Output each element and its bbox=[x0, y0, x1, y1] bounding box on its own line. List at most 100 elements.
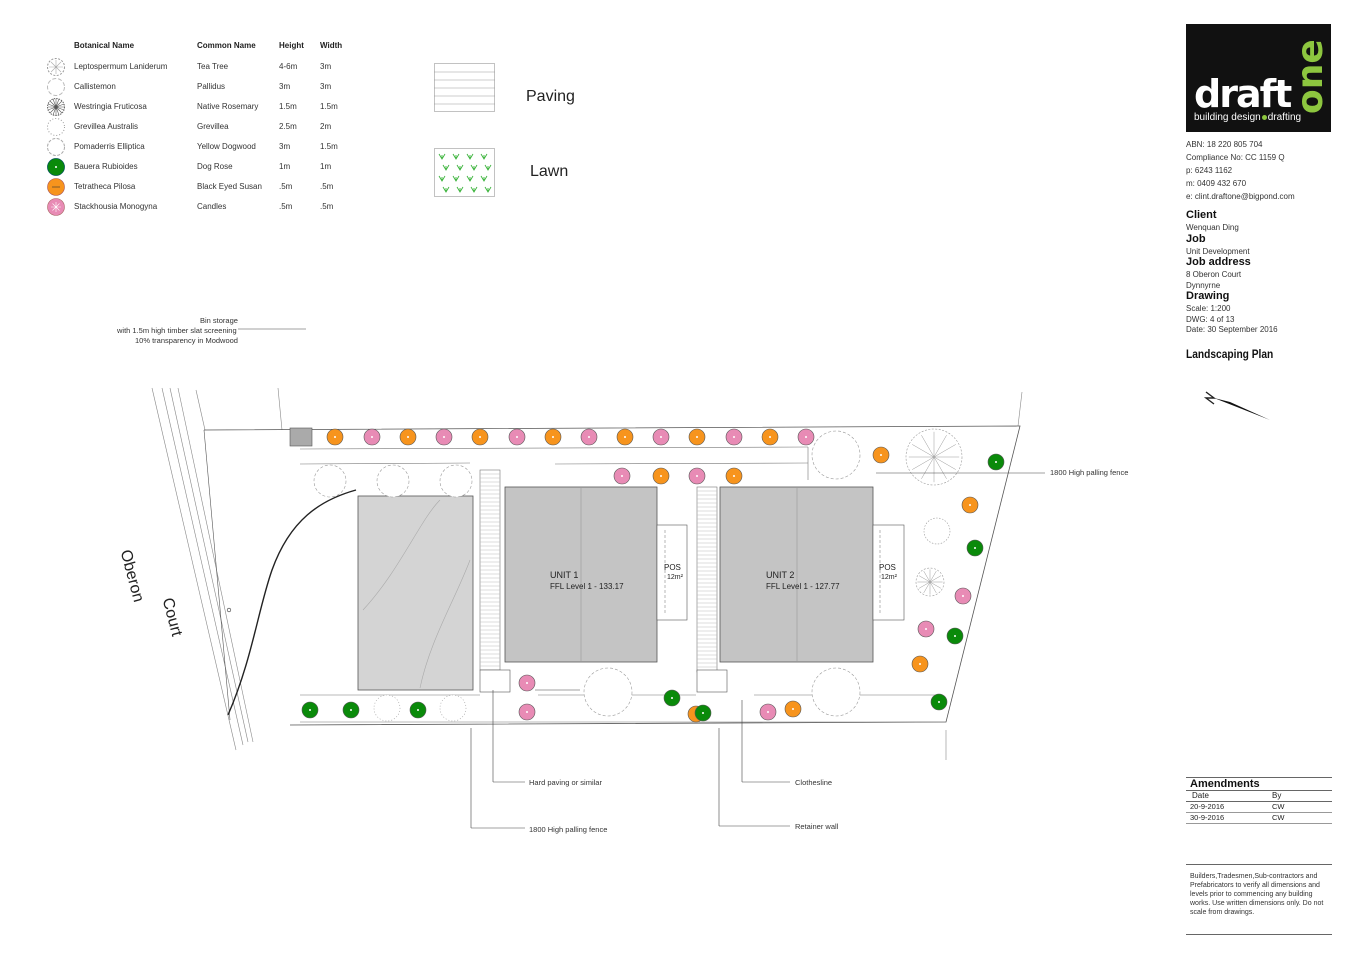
property-boundary bbox=[203, 425, 1021, 726]
candles-plant-centre bbox=[588, 436, 590, 438]
bin-note-line2: with 1.5m high timber slat screening bbox=[117, 326, 237, 335]
shrub-plant bbox=[313, 464, 347, 498]
tree-spoke bbox=[929, 581, 937, 594]
legend-common: Native Rosemary bbox=[197, 102, 259, 111]
job-value: Unit Development bbox=[1186, 247, 1250, 256]
job-heading: Job bbox=[1186, 233, 1206, 245]
legend-height: 2.5m bbox=[279, 122, 297, 131]
black-eyed-susan-plant-centre bbox=[919, 663, 921, 665]
legend-botanical: Westringia Fruticosa bbox=[74, 102, 147, 111]
amendment-date: 30-9-2016 bbox=[1190, 813, 1225, 822]
black-eyed-susan-plant-centre bbox=[660, 475, 662, 477]
unit-1-ffl: FFL Level 1 - 133.17 bbox=[550, 582, 624, 591]
candles-plant-centre bbox=[733, 436, 735, 438]
legend-botanical: Bauera Rubioides bbox=[74, 162, 138, 171]
black-eyed-susan-plant-centre bbox=[880, 454, 882, 456]
hard-paving-note: Hard paving or similar bbox=[529, 778, 602, 787]
unit-2-pos-label: POS bbox=[879, 563, 896, 572]
candles-plant-centre bbox=[516, 436, 518, 438]
grevillea-symbol-icon bbox=[47, 118, 65, 136]
dog-rose-symbol-icon bbox=[47, 158, 65, 176]
dog-rose-plant-centre bbox=[995, 461, 997, 463]
legend-header-width: Width bbox=[320, 41, 343, 50]
contact-abn: ABN: 18 220 805 704 bbox=[1186, 140, 1263, 149]
legend-row: Stackhousia Monogyna Candles .5m .5m bbox=[46, 197, 356, 217]
dog-rose-plant-centre bbox=[974, 547, 976, 549]
unit-2-footprint bbox=[719, 486, 874, 663]
tree-spoke bbox=[933, 444, 956, 458]
site-plan bbox=[151, 328, 1045, 829]
candles-plant-centre bbox=[621, 475, 623, 477]
dog-rose-plant-centre bbox=[309, 709, 311, 711]
shrub-plant bbox=[811, 430, 861, 480]
lawn-mark bbox=[456, 164, 464, 171]
legend-header-height: Height bbox=[279, 41, 304, 50]
lawn-mark bbox=[438, 175, 446, 182]
legend-common: Grevillea bbox=[197, 122, 229, 131]
tree-spoke bbox=[933, 435, 947, 458]
unit-1-pos-area: 12m² bbox=[667, 574, 683, 581]
callistemon-symbol-icon bbox=[47, 78, 65, 96]
lawn-mark bbox=[452, 153, 460, 160]
drawing-heading: Drawing bbox=[1186, 290, 1230, 302]
client-heading: Client bbox=[1186, 209, 1217, 221]
shrub-plant bbox=[373, 694, 401, 722]
fence-right-note: 1800 High palling fence bbox=[1050, 468, 1129, 477]
dog-rose-plant-centre bbox=[417, 709, 419, 711]
legend-botanical: Grevillea Australis bbox=[74, 122, 139, 131]
lawn-mark bbox=[442, 164, 450, 171]
black-eyed-susan-plant-centre bbox=[624, 436, 626, 438]
black-eyed-susan-plant-centre bbox=[769, 436, 771, 438]
black-eyed-susan-plant-centre bbox=[792, 708, 794, 710]
candles-plant-centre bbox=[443, 436, 445, 438]
tea-tree-symbol-icon bbox=[47, 58, 65, 76]
disclaimer: Builders,Tradesmen,Sub-contractors and P… bbox=[1190, 873, 1324, 916]
shrub-plant bbox=[439, 694, 467, 722]
logo-tag-building: building design bbox=[1194, 112, 1261, 123]
logo-dot-icon bbox=[1261, 114, 1267, 120]
contact-email: e: clint.draftone@bigpond.com bbox=[1186, 192, 1295, 201]
black-eyed-susan-plant-centre bbox=[334, 436, 336, 438]
tree-spoke bbox=[929, 581, 942, 589]
amendment-date: 20-9-2016 bbox=[1190, 802, 1225, 811]
dogwood-symbol-icon bbox=[47, 138, 65, 156]
bin-note-line3: 10% transparency in Modwood bbox=[135, 336, 238, 345]
rosemary-symbol-icon bbox=[47, 98, 65, 116]
tree-spoke bbox=[912, 444, 935, 458]
unit-2-pos bbox=[872, 524, 905, 621]
black-eyed-susan-plant-centre bbox=[733, 475, 735, 477]
legend-row: Leptospermum Laniderum Tea Tree 4-6m 3m bbox=[46, 57, 356, 77]
bin-note-line1: Bin storage bbox=[200, 316, 238, 325]
legend-width: 2m bbox=[320, 122, 332, 131]
legend-header-common: Common Name bbox=[197, 41, 256, 50]
legend-width: 3m bbox=[320, 82, 332, 91]
legend-height: 1.5m bbox=[279, 102, 297, 111]
legend-height: 3m bbox=[279, 142, 291, 151]
unit-1-pos-label: POS bbox=[664, 563, 681, 572]
shrub-plant bbox=[439, 464, 473, 498]
legend-row: Pomaderris Elliptica Yellow Dogwood 3m 1… bbox=[46, 137, 356, 157]
black-eyed-susan-symbol-icon bbox=[47, 178, 65, 196]
tree-spoke bbox=[921, 435, 935, 458]
tree-spoke bbox=[929, 570, 937, 583]
logo-word-draft: draft bbox=[1194, 72, 1292, 116]
legend-height: 1m bbox=[279, 162, 291, 171]
driveway-curve bbox=[227, 489, 357, 716]
candles-plant-centre bbox=[371, 436, 373, 438]
lawn-mark bbox=[480, 153, 488, 160]
lawn-mark bbox=[484, 186, 492, 193]
legend-botanical: Callistemon bbox=[74, 82, 116, 91]
logo-word-one: one bbox=[1290, 39, 1331, 114]
shrub-plant bbox=[923, 517, 951, 545]
tree-spoke bbox=[933, 456, 947, 479]
black-eyed-susan-plant-centre bbox=[407, 436, 409, 438]
unit-2-ffl: FFL Level 1 - 127.77 bbox=[766, 582, 840, 591]
tree-spoke bbox=[933, 456, 956, 470]
lawn-swatch bbox=[434, 148, 495, 197]
lawn-mark bbox=[466, 175, 474, 182]
dog-rose-plant-centre bbox=[954, 635, 956, 637]
north-arrow-icon bbox=[1203, 391, 1270, 420]
drawing-date: Date: 30 September 2016 bbox=[1186, 325, 1278, 334]
paving-label: Paving bbox=[526, 88, 575, 105]
lawn-mark bbox=[470, 186, 478, 193]
